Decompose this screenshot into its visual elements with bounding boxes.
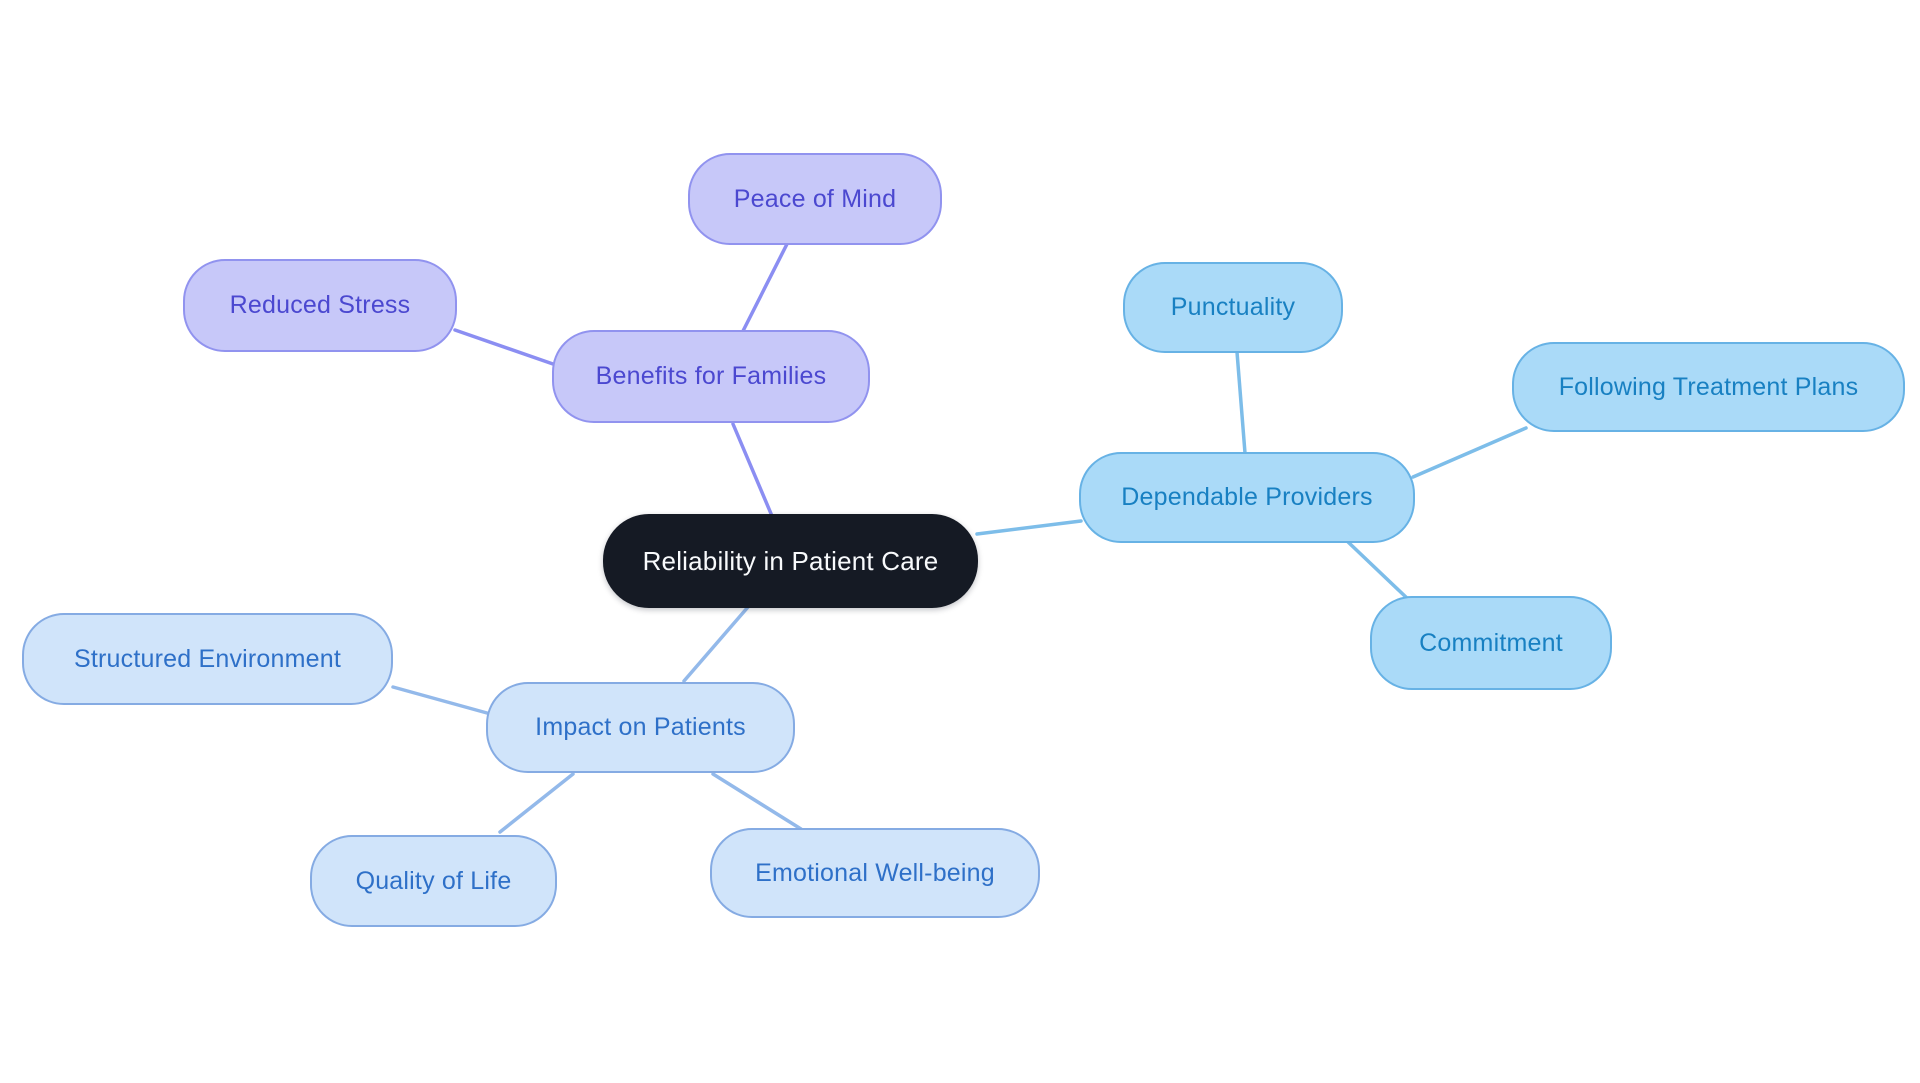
node-label: Emotional Well-being (755, 858, 995, 887)
edge-dependable-punctuality (1235, 350, 1247, 455)
node-following-treatment-plans[interactable]: Following Treatment Plans (1512, 342, 1905, 432)
node-impact-on-patients[interactable]: Impact on Patients (486, 682, 795, 773)
edge-dependable-following (1411, 426, 1528, 479)
central-topic-label: Reliability in Patient Care (642, 545, 939, 576)
node-label: Quality of Life (355, 866, 512, 895)
node-label: Commitment (1419, 628, 1563, 657)
node-label: Benefits for Families (595, 362, 827, 390)
node-punctuality[interactable]: Punctuality (1123, 262, 1343, 353)
node-peace-of-mind[interactable]: Peace of Mind (688, 153, 942, 245)
node-emotional-well-being[interactable]: Emotional Well-being (710, 828, 1040, 918)
node-dependable-providers[interactable]: Dependable Providers (1079, 452, 1415, 543)
node-label: Dependable Providers (1121, 483, 1373, 511)
edge-benefits-peace (741, 242, 789, 333)
edge-dependable-commitment (1345, 539, 1411, 602)
node-label: Punctuality (1170, 293, 1296, 321)
node-label: Peace of Mind (733, 184, 897, 213)
edge-benefits-reduced (453, 328, 555, 366)
node-label: Reduced Stress (229, 291, 411, 319)
edge-impact-quality (498, 772, 575, 834)
node-commitment[interactable]: Commitment (1370, 596, 1612, 690)
node-quality-of-life[interactable]: Quality of Life (310, 835, 557, 927)
node-reduced-stress[interactable]: Reduced Stress (183, 259, 457, 352)
edge-center-impact (682, 605, 750, 683)
edge-center-benefits (731, 422, 774, 518)
node-label: Structured Environment (73, 644, 342, 673)
edge-center-dependable (975, 519, 1083, 536)
node-label: Following Treatment Plans (1558, 372, 1859, 401)
node-label: Impact on Patients (535, 713, 746, 741)
node-benefits-for-families[interactable]: Benefits for Families (552, 330, 870, 423)
node-structured-environment[interactable]: Structured Environment (22, 613, 393, 705)
edge-impact-structured (391, 685, 489, 715)
node-central-topic[interactable]: Reliability in Patient Care (603, 514, 978, 608)
edge-impact-emotional (711, 772, 803, 831)
